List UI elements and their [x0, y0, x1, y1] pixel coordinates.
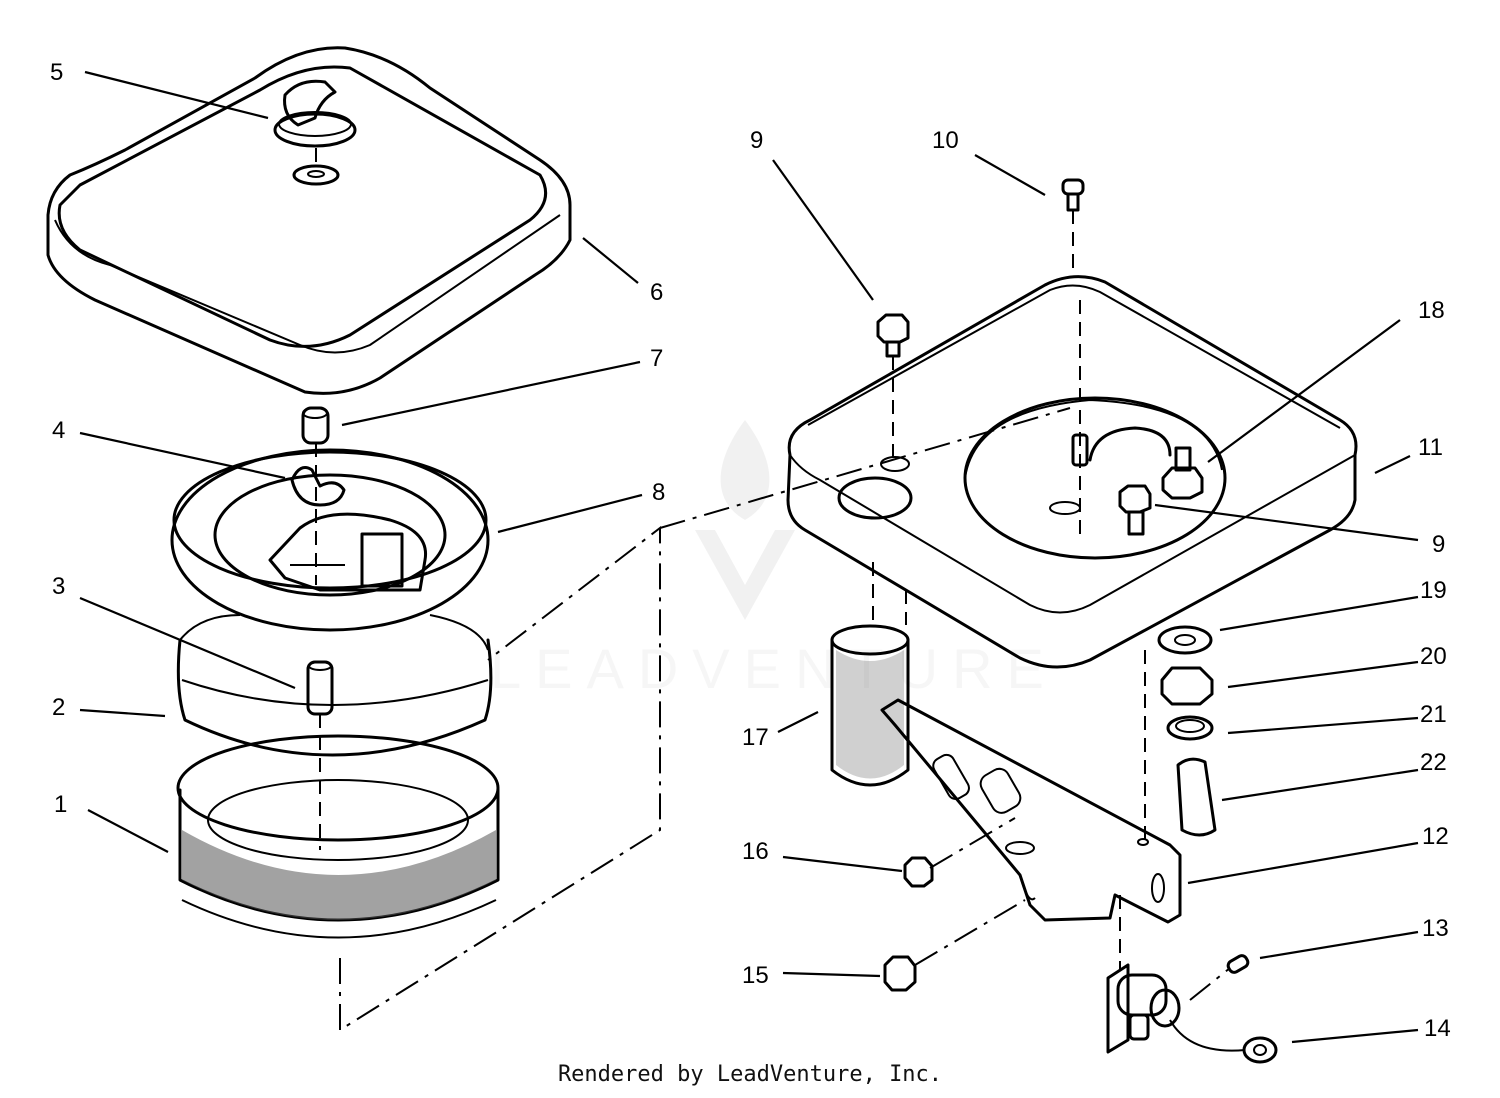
watermark: LEADVENTURE [490, 420, 1058, 700]
callout-6: 6 [650, 279, 663, 306]
part-9-bolt-right [1118, 484, 1152, 536]
callout-16: 16 [742, 838, 769, 865]
part-5-knob [273, 79, 357, 186]
callout-3: 3 [52, 573, 65, 600]
part-13-screw [1226, 954, 1250, 974]
callout-11: 11 [1418, 434, 1443, 461]
callout-10: 10 [932, 127, 959, 154]
callout-4: 4 [52, 417, 65, 444]
callout-7: 7 [650, 345, 663, 372]
part-8-housing [170, 448, 490, 632]
callout-13: 13 [1422, 915, 1449, 942]
part-20-nut [1160, 666, 1214, 706]
callout-22: 22 [1420, 749, 1447, 776]
part-16-nut [903, 856, 934, 888]
callout-18: 18 [1418, 297, 1445, 324]
part-14-switch [1106, 963, 1278, 1064]
part-15-nut [883, 955, 917, 992]
callout-numbers: 5 6 7 4 8 3 2 1 9 10 18 11 9 19 20 21 22… [50, 59, 1451, 1042]
part-17-sleeve [830, 624, 910, 787]
callout-1: 1 [54, 791, 67, 818]
callout-12: 12 [1422, 823, 1449, 850]
callout-5: 5 [50, 59, 63, 86]
part-10-screw [1061, 178, 1085, 212]
part-3-spacer [306, 660, 334, 716]
part-2-precleaner [176, 614, 493, 757]
callout-19: 19 [1420, 577, 1447, 604]
part-19-washer [1157, 625, 1213, 655]
part-18-stud-nut [1071, 433, 1204, 500]
part-21-clamp [1166, 715, 1214, 741]
callout-9-right: 9 [1432, 531, 1445, 558]
part-1-paper-element [176, 734, 500, 939]
part-9-bolt-left [876, 313, 910, 358]
watermark-flame-icon [720, 420, 770, 520]
callout-14: 14 [1424, 1015, 1451, 1042]
leader-lines [79, 70, 1419, 1044]
callout-20: 20 [1420, 643, 1447, 670]
callout-2: 2 [52, 694, 65, 721]
part-11-base [786, 275, 1358, 669]
part-22-hose [1176, 757, 1217, 837]
callout-8: 8 [652, 479, 665, 506]
part-7-nut [301, 406, 330, 445]
footer-credit: Rendered by LeadVenture, Inc. [557, 1062, 943, 1087]
callout-17: 17 [742, 724, 769, 751]
callout-21: 21 [1420, 701, 1447, 728]
part-12-bracket [880, 698, 1182, 924]
part-6-cover [46, 46, 572, 395]
callout-15: 15 [742, 962, 769, 989]
part-4-wing-nut [290, 466, 346, 507]
callout-9-left: 9 [750, 127, 763, 154]
watermark-text: LEADVENTURE [490, 637, 1058, 700]
watermark-v-logo-icon [695, 530, 795, 620]
